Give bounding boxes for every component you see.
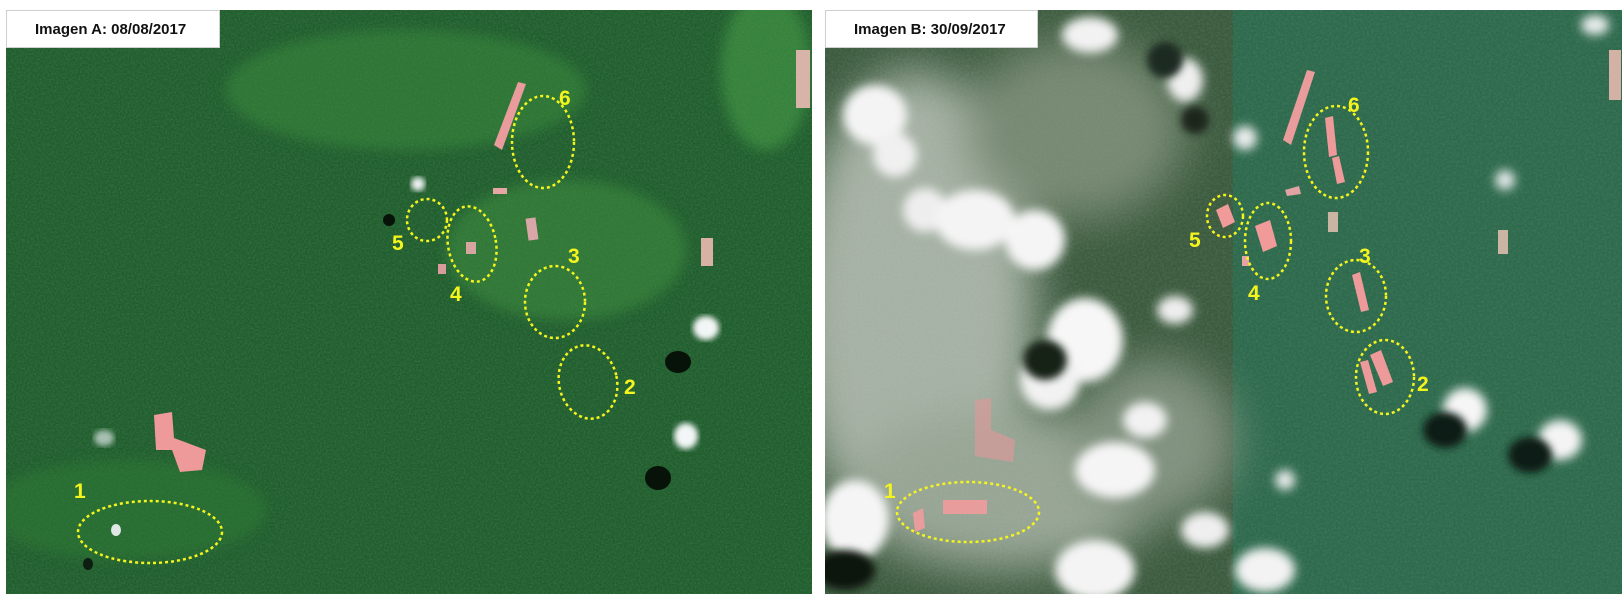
clearing <box>438 264 446 274</box>
marker-label-3: 3 <box>1359 245 1371 268</box>
clearing <box>494 82 526 150</box>
satellite-image-a: 6 5 4 3 2 1 Imagen A: 08/08/2017 <box>6 10 812 594</box>
marker-ellipse-2 <box>557 344 619 420</box>
marker-ellipse-4 <box>446 205 498 283</box>
marker-label-1: 1 <box>884 480 896 503</box>
clearing <box>1332 156 1345 184</box>
marker-label-6: 6 <box>1348 94 1360 117</box>
clearing <box>154 412 206 472</box>
clearing <box>1216 204 1235 228</box>
marker-ellipse-3 <box>523 264 587 340</box>
image-a-title: Imagen A: 08/08/2017 <box>6 10 220 48</box>
clearings <box>154 50 810 472</box>
marker-ellipse-2 <box>1354 338 1416 416</box>
marker-label-4: 4 <box>1248 282 1260 305</box>
clearings <box>913 50 1621 532</box>
clearing <box>1242 256 1249 266</box>
light-vegetation <box>6 10 811 560</box>
marker-label-5: 5 <box>392 232 404 255</box>
marker-label-3: 3 <box>568 245 580 268</box>
marker-ellipse-6 <box>1302 104 1370 200</box>
marker-label-5: 5 <box>1189 229 1201 252</box>
clearing <box>913 508 925 532</box>
cloud-shadows <box>83 214 691 570</box>
clearing <box>1328 212 1338 232</box>
marker-label-1: 1 <box>74 480 86 503</box>
marker-label-6: 6 <box>559 87 571 110</box>
clearing <box>975 398 1015 462</box>
markers <box>76 94 619 565</box>
clearing <box>943 500 987 514</box>
markers <box>895 104 1416 544</box>
clearing <box>1255 220 1277 252</box>
clearing <box>1498 230 1508 254</box>
satellite-image-b: 6 5 4 3 2 1 Imagen B: 30/09/2017 <box>825 10 1622 594</box>
image-b-title: Imagen B: 30/09/2017 <box>825 10 1038 48</box>
clouds <box>94 177 719 536</box>
clearing <box>493 188 507 194</box>
clearing <box>466 242 476 254</box>
cloud-shadows <box>825 42 1552 590</box>
marker-labels: 6 5 4 3 2 1 <box>884 94 1429 503</box>
image-a-canvas: 6 5 4 3 2 1 <box>6 10 812 594</box>
clearing <box>525 217 539 241</box>
marker-label-4: 4 <box>450 283 462 306</box>
clearing <box>1609 50 1621 100</box>
clearing <box>1325 116 1337 157</box>
clearing <box>1285 186 1301 196</box>
marker-label-2: 2 <box>1417 373 1429 396</box>
marker-ellipse-6 <box>510 94 576 190</box>
marker-ellipse-5 <box>1205 193 1245 239</box>
marker-label-2: 2 <box>624 376 636 399</box>
marker-ellipse-4 <box>1243 201 1293 281</box>
clearing <box>1370 350 1393 386</box>
clearing <box>1283 70 1315 145</box>
haze <box>825 40 1235 570</box>
marker-ellipse-5 <box>405 197 449 243</box>
clearing <box>1352 272 1369 312</box>
image-b-canvas: 6 5 4 3 2 1 <box>825 10 1622 594</box>
marker-ellipse-3 <box>1324 258 1388 334</box>
marker-ellipse-1 <box>76 499 224 565</box>
marker-ellipse-1 <box>895 480 1041 544</box>
clearing <box>796 50 810 108</box>
clearing <box>701 238 713 266</box>
clearing <box>1360 360 1377 394</box>
marker-labels: 6 5 4 3 2 1 <box>74 87 636 503</box>
